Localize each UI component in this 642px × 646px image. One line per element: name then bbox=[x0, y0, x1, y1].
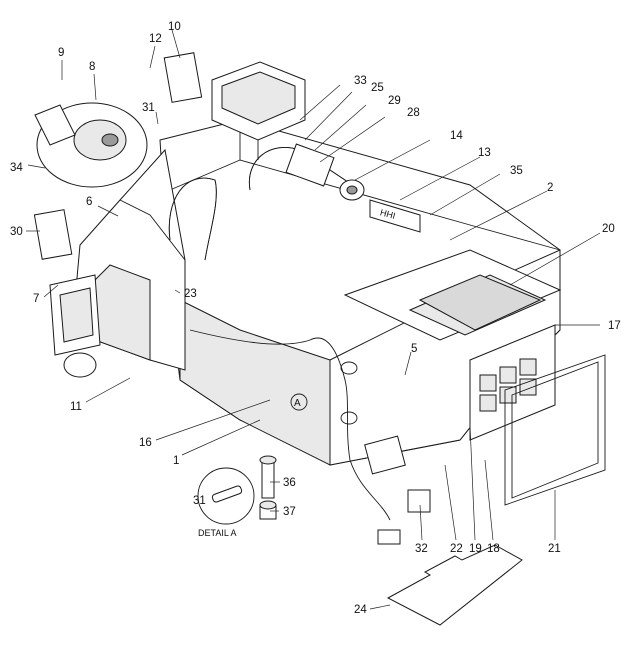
callout-28: 28 bbox=[407, 107, 420, 119]
callout-30: 30 bbox=[10, 226, 23, 238]
callout-20: 20 bbox=[602, 223, 615, 235]
leader-lines bbox=[26, 29, 601, 610]
callout-29: 29 bbox=[388, 95, 401, 107]
callout-8: 8 bbox=[89, 61, 95, 73]
callout-22: 22 bbox=[450, 543, 463, 555]
wiring-harness bbox=[189, 329, 391, 521]
callout-12: 12 bbox=[149, 33, 162, 45]
callout-16: 16 bbox=[139, 437, 152, 449]
intake-duct bbox=[211, 61, 306, 160]
detail-a-label: DETAIL A bbox=[198, 528, 237, 538]
callout-37: 37 bbox=[283, 506, 296, 518]
callout-2: 2 bbox=[547, 182, 553, 194]
callout-7: 7 bbox=[33, 293, 39, 305]
hhi-plate: HHI bbox=[369, 199, 421, 233]
callout-19: 19 bbox=[469, 543, 482, 555]
callout-labels: 9 8 10 12 31 33 25 29 28 14 13 35 2 20 1… bbox=[10, 21, 621, 616]
callout-31-detail: 31 bbox=[193, 495, 206, 507]
callout-36: 36 bbox=[283, 477, 296, 489]
callout-35: 35 bbox=[510, 165, 523, 177]
outlet-duct bbox=[49, 274, 101, 378]
callout-17: 17 bbox=[608, 320, 621, 332]
cap-37 bbox=[259, 500, 277, 520]
expansion-valve bbox=[285, 143, 365, 201]
callout-5: 5 bbox=[411, 343, 417, 355]
callout-32: 32 bbox=[415, 543, 428, 555]
detail-a: DETAIL A bbox=[197, 467, 255, 538]
callout-9: 9 bbox=[58, 47, 64, 59]
pad bbox=[386, 544, 523, 626]
callout-11: 11 bbox=[70, 401, 82, 413]
callout-6: 6 bbox=[86, 196, 92, 208]
callout-21: 21 bbox=[548, 543, 561, 555]
callout-1: 1 bbox=[173, 455, 179, 467]
callout-24: 24 bbox=[354, 604, 367, 616]
actuator-bottom bbox=[364, 435, 431, 545]
marker-a-label: A bbox=[294, 398, 301, 409]
filter-grid bbox=[418, 274, 542, 331]
marker-a: A bbox=[290, 393, 308, 411]
callout-25: 25 bbox=[371, 82, 384, 94]
blower-motor bbox=[34, 102, 148, 188]
filter-frame bbox=[504, 354, 606, 506]
hhi-plate-text: HHI bbox=[379, 207, 397, 221]
callout-14: 14 bbox=[450, 130, 463, 142]
callout-33: 33 bbox=[354, 75, 367, 87]
sensor-36 bbox=[259, 455, 277, 499]
callout-10: 10 bbox=[168, 21, 181, 33]
callout-34: 34 bbox=[10, 162, 23, 174]
callout-23: 23 bbox=[184, 288, 197, 300]
actuator-top bbox=[163, 52, 203, 103]
actuator-left bbox=[33, 209, 73, 260]
callout-13: 13 bbox=[478, 147, 491, 159]
callout-31-top: 31 bbox=[142, 102, 155, 114]
callout-18: 18 bbox=[487, 543, 500, 555]
